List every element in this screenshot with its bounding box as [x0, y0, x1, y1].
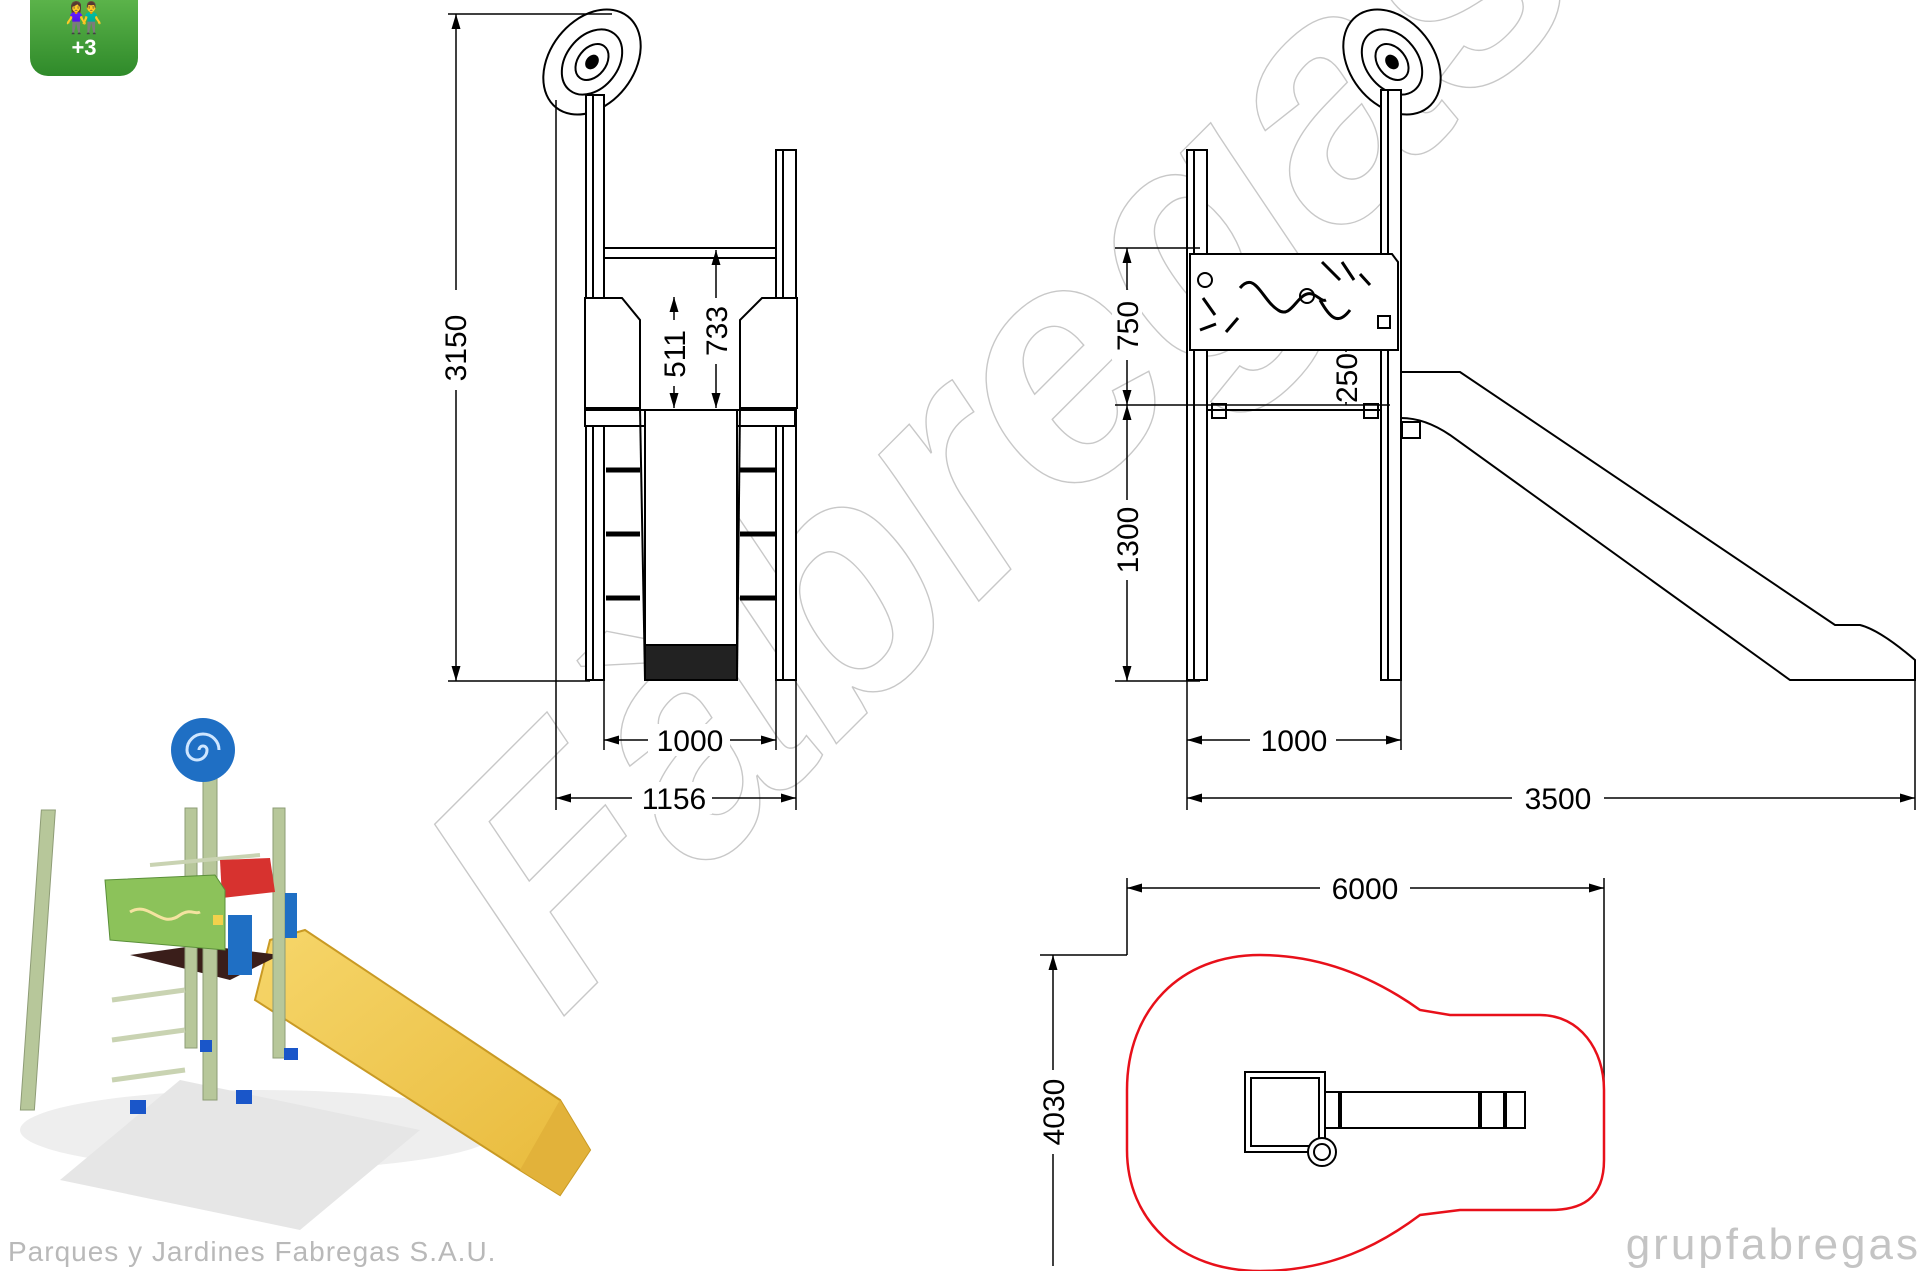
render-3d-view [19, 718, 592, 1230]
plan-sign-disc [1307, 1137, 1337, 1167]
dim-panel-gap: 250 [1331, 353, 1364, 403]
render-panel-red [220, 858, 275, 898]
front-panel-right [739, 297, 798, 409]
dim-panel-height: 750 [1112, 301, 1145, 351]
dim-platform-height: 1300 [1112, 507, 1145, 574]
side-post-left [1186, 149, 1208, 681]
website-label: grupfabregas [1625, 1220, 1921, 1269]
dim-total-length: 3500 [1525, 783, 1592, 816]
front-panel-left [584, 297, 641, 409]
side-panel [1189, 253, 1399, 351]
safety-area-outline [1125, 953, 1606, 1271]
dim-safety-area-length: 6000 [1332, 873, 1399, 906]
side-slide [1400, 371, 1916, 681]
age-label: +3 [71, 35, 97, 60]
dim-front-outer-width: 1156 [642, 783, 707, 816]
dim-total-height: 3150 [440, 315, 473, 382]
dim-tower-width: 1000 [1261, 725, 1328, 758]
front-view-drawing [542, 8, 798, 681]
front-slide [644, 409, 738, 681]
render-sign [171, 718, 235, 782]
plan-equipment [1244, 1071, 1526, 1167]
dim-panel-height-outer: 733 [701, 306, 734, 356]
render-panel-green [104, 874, 226, 951]
side-view-drawing [1186, 8, 1916, 681]
watermark-text: Fàbregas [349, 0, 1649, 1071]
age-badge: 👫 +3 [30, 0, 138, 76]
children-icon: 👫 [65, 2, 103, 35]
dim-front-inner-width: 1000 [657, 725, 724, 758]
dim-panel-height-inner: 511 [659, 330, 692, 378]
side-post-right [1380, 89, 1402, 681]
dim-safety-area-width: 4030 [1038, 1079, 1071, 1146]
company-name: Parques y Jardines Fabregas S.A.U. [8, 1236, 497, 1267]
